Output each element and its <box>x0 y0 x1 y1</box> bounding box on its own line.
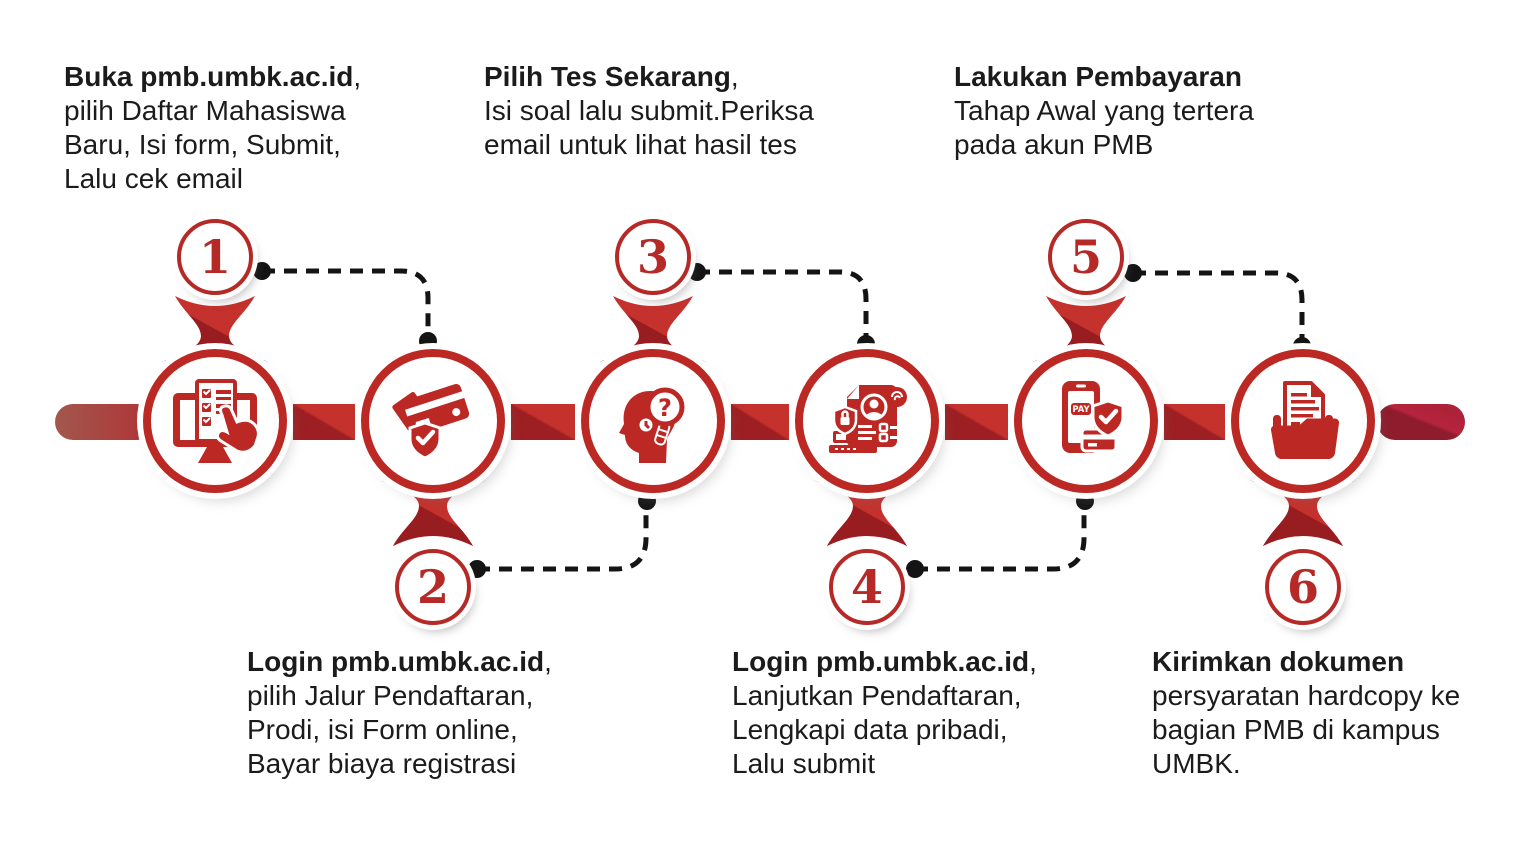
step-1-number-badge: 1 <box>177 219 253 295</box>
step-5-number-badge: 5 <box>1048 219 1124 295</box>
credit-cards-shield-icon <box>389 384 470 460</box>
step-4-number: 4 <box>850 560 883 614</box>
step-3-number-badge: 3 <box>615 219 691 295</box>
step-2-icon-circle <box>361 349 505 493</box>
step-5-title: Lakukan Pembayaran <box>954 61 1242 92</box>
step-3-icon-circle: ? <box>581 349 725 493</box>
step-5-description: Tahap Awal yang tertera pada akun PMB <box>954 95 1254 160</box>
dashed-connectors <box>262 268 1305 572</box>
step-6-title: Kirimkan dokumen <box>1152 646 1405 677</box>
step-1-text: Buka pmb.umbk.ac.id, pilih Daftar Mahasi… <box>64 60 434 196</box>
step-4-title: Login pmb.umbk.ac.id <box>732 646 1030 677</box>
step-3-text: Pilih Tes Sekarang, Isi soal lalu submit… <box>484 60 874 162</box>
svg-text:?: ? <box>658 394 672 422</box>
step-2-title-suffix: , <box>544 646 552 677</box>
monitor-form-icon <box>173 379 260 463</box>
head-magnifier-icon: ? <box>619 387 685 463</box>
step-4-text: Login pmb.umbk.ac.id, Lanjutkan Pendafta… <box>732 645 1102 781</box>
step-1-description: pilih Daftar Mahasiswa Baru, Isi form, S… <box>64 95 346 194</box>
step-1-title: Buka pmb.umbk.ac.id <box>64 61 354 92</box>
step-3-number: 3 <box>636 230 669 284</box>
step-1-title-suffix: , <box>353 61 362 92</box>
step-6-number-badge: 6 <box>1265 549 1341 625</box>
step-2-title: Login pmb.umbk.ac.id <box>247 646 545 677</box>
step-2-number-badge: 2 <box>395 549 471 625</box>
timeline-bar <box>55 404 1465 440</box>
step-6-description: persyaratan hardcopy ke bagian PMB di ka… <box>1152 680 1461 779</box>
step-2-text: Login pmb.umbk.ac.id, pilih Jalur Pendaf… <box>247 645 617 781</box>
step-6-number: 6 <box>1286 560 1319 614</box>
step-4-description: Lanjutkan Pendaftaran, Lengkapi data pri… <box>732 680 1022 779</box>
step-6-icon-circle <box>1231 349 1375 493</box>
step-6-text: Kirimkan dokumen persyaratan hardcopy ke… <box>1152 645 1522 781</box>
secure-document-icon <box>829 385 907 453</box>
step-5-text: Lakukan Pembayaran Tahap Awal yang terte… <box>954 60 1324 162</box>
step-5-icon-circle: PAY <box>1014 349 1158 493</box>
step-4-number-badge: 4 <box>829 549 905 625</box>
step-2-description: pilih Jalur Pendaftaran, Prodi, isi Form… <box>247 680 534 779</box>
mobile-payment-icon: PAY <box>1062 381 1125 453</box>
step-5-number: 5 <box>1069 230 1102 284</box>
step-3-title-suffix: , <box>730 61 739 92</box>
step-4-icon-circle <box>795 349 939 493</box>
step-1-icon-circle <box>143 349 287 493</box>
step-2-number: 2 <box>416 560 449 614</box>
step-1-number: 1 <box>198 230 231 284</box>
step-3-description: Isi soal lalu submit.Periksa email untuk… <box>484 95 814 160</box>
step-4-title-suffix: , <box>1029 646 1037 677</box>
folder-documents-icon <box>1270 381 1340 460</box>
pay-button-label: PAY <box>1072 405 1090 415</box>
step-3-title: Pilih Tes Sekarang <box>484 61 731 92</box>
